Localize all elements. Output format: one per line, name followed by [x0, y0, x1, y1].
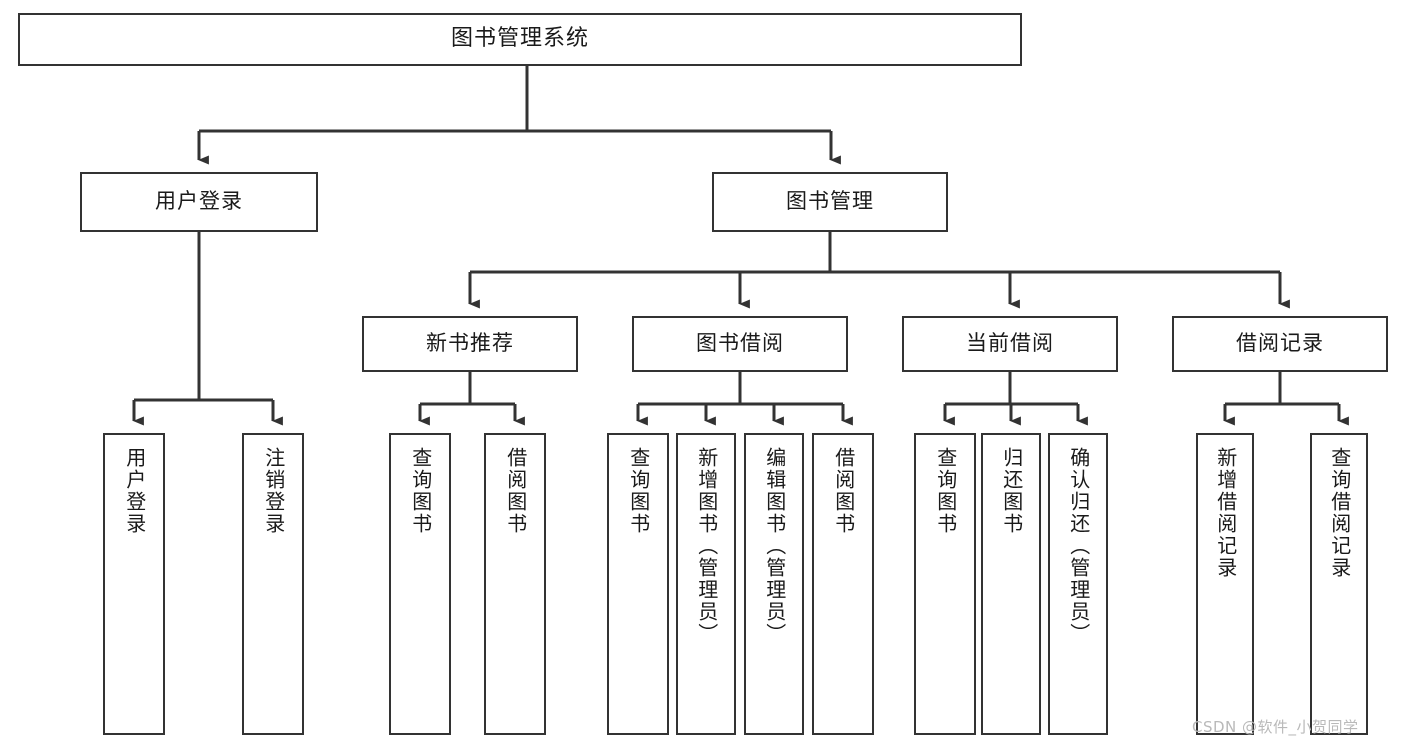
node-leaf-add-borrow-record-label: 新增借阅记录 — [1213, 447, 1238, 579]
node-leaf-return-book[interactable]: 归还图书 — [981, 433, 1041, 735]
node-leaf-add-borrow-record[interactable]: 新增借阅记录 — [1196, 433, 1254, 735]
csdn-watermark: CSDN @软件_小贺同学 — [1192, 718, 1359, 736]
node-user-login-label: 用户登录 — [155, 189, 243, 214]
node-borrow-record-label: 借阅记录 — [1236, 331, 1324, 356]
node-leaf-confirm-return-admin[interactable]: 确认归还（管理员） — [1048, 433, 1108, 735]
node-leaf-query-borrow-record[interactable]: 查询借阅记录 — [1310, 433, 1368, 735]
node-leaf-user-login[interactable]: 用户登录 — [103, 433, 165, 735]
node-leaf-logout-login-label: 注销登录 — [261, 447, 286, 535]
node-leaf-query-borrow-record-label: 查询借阅记录 — [1327, 447, 1352, 579]
node-leaf-confirm-return-admin-label: 确认归还（管理员） — [1066, 447, 1091, 645]
node-root-label: 图书管理系统 — [450, 26, 589, 52]
node-leaf-query-book-3[interactable]: 查询图书 — [914, 433, 976, 735]
node-leaf-edit-book-admin-label: 编辑图书（管理员） — [762, 447, 787, 645]
node-leaf-borrow-book-2-label: 借阅图书 — [831, 447, 856, 535]
node-book-borrow-label: 图书借阅 — [696, 331, 784, 356]
node-leaf-user-login-label: 用户登录 — [122, 447, 147, 535]
node-borrow-record[interactable]: 借阅记录 — [1172, 316, 1388, 372]
node-user-login[interactable]: 用户登录 — [80, 172, 318, 232]
node-current-borrow[interactable]: 当前借阅 — [902, 316, 1118, 372]
node-leaf-add-book-admin[interactable]: 新增图书（管理员） — [676, 433, 736, 735]
node-book-manage-label: 图书管理 — [786, 189, 874, 214]
node-leaf-logout-login[interactable]: 注销登录 — [242, 433, 304, 735]
node-book-borrow[interactable]: 图书借阅 — [632, 316, 848, 372]
node-leaf-query-book-2[interactable]: 查询图书 — [607, 433, 669, 735]
node-leaf-return-book-label: 归还图书 — [999, 447, 1024, 535]
node-new-book-recommend[interactable]: 新书推荐 — [362, 316, 578, 372]
node-leaf-edit-book-admin[interactable]: 编辑图书（管理员） — [744, 433, 804, 735]
node-leaf-query-book-1[interactable]: 查询图书 — [389, 433, 451, 735]
node-leaf-query-book-1-label: 查询图书 — [408, 447, 433, 535]
node-leaf-query-book-3-label: 查询图书 — [933, 447, 958, 535]
node-leaf-query-book-2-label: 查询图书 — [626, 447, 651, 535]
node-leaf-borrow-book-1[interactable]: 借阅图书 — [484, 433, 546, 735]
node-book-manage[interactable]: 图书管理 — [712, 172, 948, 232]
node-root-system[interactable]: 图书管理系统 — [18, 13, 1022, 66]
node-new-book-recommend-label: 新书推荐 — [426, 331, 514, 356]
node-leaf-add-book-admin-label: 新增图书（管理员） — [694, 447, 719, 645]
node-leaf-borrow-book-1-label: 借阅图书 — [503, 447, 528, 535]
node-current-borrow-label: 当前借阅 — [966, 331, 1054, 356]
node-leaf-borrow-book-2[interactable]: 借阅图书 — [812, 433, 874, 735]
